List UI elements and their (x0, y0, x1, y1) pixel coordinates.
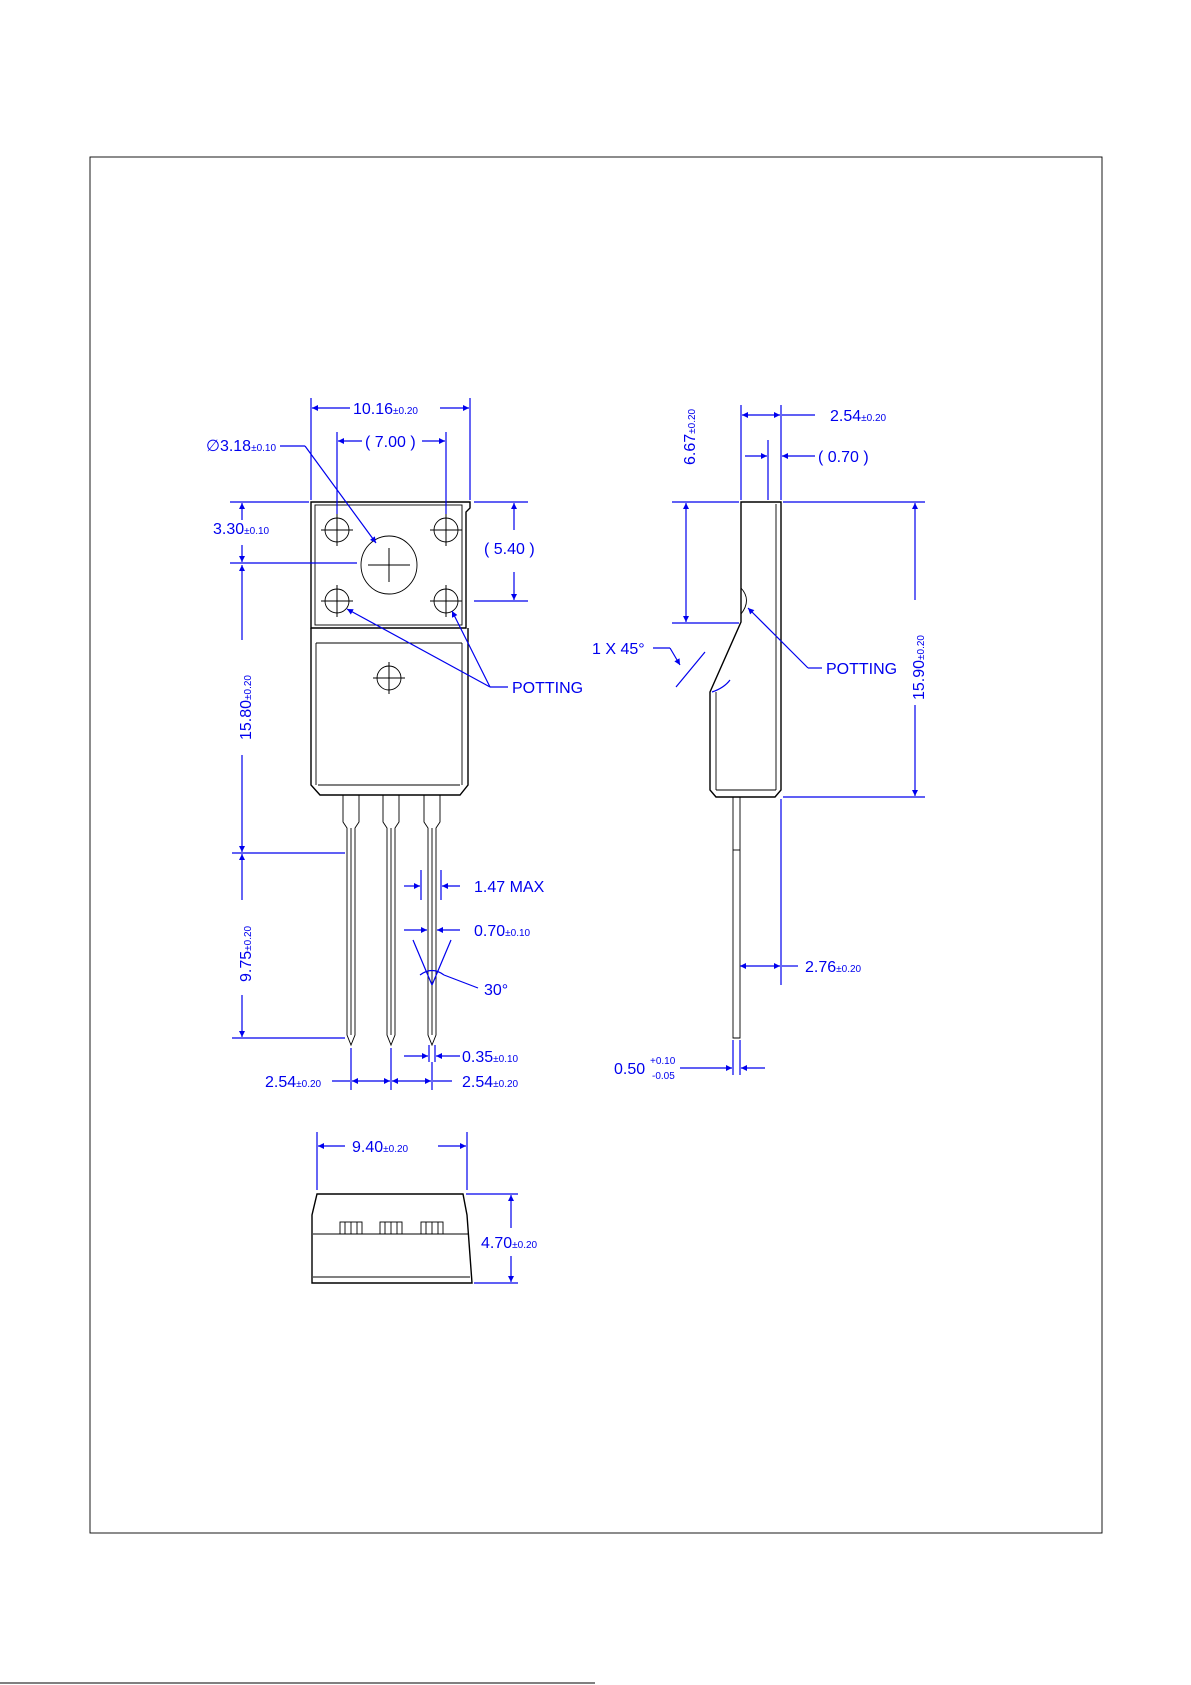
bottom-body-outline (312, 1194, 472, 1283)
dim-body-length: 15.80±0.20 (238, 675, 255, 740)
front-view (311, 502, 470, 1045)
tab-hole-top-right (430, 514, 462, 546)
side-body-outline (710, 502, 781, 797)
bottom-view (312, 1194, 472, 1283)
dim-hole-pitch: ( 7.00 ) (365, 434, 416, 451)
dim-bottom-height: 4.70±0.20 (481, 1235, 538, 1252)
dim-side-tab: ( 0.70 ) (818, 449, 869, 466)
dim-lead-max: 1.47 MAX (474, 879, 545, 896)
mounting-hole (361, 536, 417, 594)
dim-side-thickness: 2.54±0.20 (830, 408, 887, 425)
dim-lead-thickness: 0.50 (614, 1061, 645, 1078)
side-lead (733, 797, 740, 1038)
dim-tab-height: ( 5.40 ) (484, 541, 535, 558)
body-hole (373, 662, 405, 694)
side-view (710, 502, 781, 1038)
label-potting-front: POTTING (512, 680, 583, 697)
tab-hole-bottom-right (430, 585, 462, 617)
lead-right (424, 795, 440, 1045)
dim-pitch-right: 2.54±0.20 (462, 1074, 519, 1091)
front-body-outline (311, 628, 468, 795)
dim-lead-angle: 30° (484, 982, 508, 999)
dim-bottom-width: 9.40±0.20 (352, 1139, 409, 1156)
side-dimensions: 6.67±0.20 2.54±0.20 ( 0.70 ) 15.90±0.20 … (592, 405, 928, 1082)
side-potting-bump (741, 588, 747, 614)
tab-hole-bottom-left (321, 585, 353, 617)
dim-lead-offset: 2.76±0.20 (805, 959, 862, 976)
dim-side-top: 6.67±0.20 (682, 408, 699, 465)
dim-width-top: 10.16±0.20 (353, 401, 418, 418)
dim-tab-hole-offset: 3.30±0.10 (213, 521, 270, 538)
dim-lead-thickness-minus: -0.05 (652, 1071, 675, 1082)
dim-side-length: 15.90±0.20 (911, 635, 928, 700)
tab-hole-top-left (321, 514, 353, 546)
dim-lead-thickness-plus: +0.10 (650, 1056, 676, 1067)
dim-pitch-left: 2.54±0.20 (265, 1074, 322, 1091)
lead-middle (383, 795, 399, 1045)
dim-diameter: ∅3.18±0.10 (206, 438, 276, 455)
dim-chamfer: 1 X 45° (592, 641, 645, 658)
dim-lead-tip: 0.35±0.10 (462, 1049, 519, 1066)
dim-lead-length: 9.75±0.20 (238, 925, 255, 982)
lead-left (343, 795, 359, 1045)
dim-lead-width: 0.70±0.10 (474, 923, 531, 940)
bottom-dimensions: 9.40±0.20 4.70±0.20 (317, 1132, 538, 1283)
label-potting-side: POTTING (826, 661, 897, 678)
